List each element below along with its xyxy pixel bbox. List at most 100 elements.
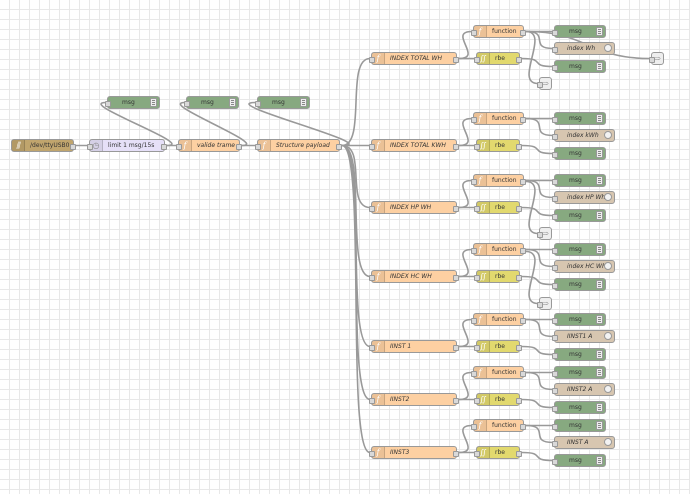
input-port[interactable] <box>255 100 261 107</box>
output-port[interactable] <box>516 143 522 150</box>
wire[interactable] <box>458 179 473 209</box>
output-port[interactable] <box>70 143 76 150</box>
debug-list-icon[interactable] <box>596 456 603 465</box>
debug-node[interactable]: msg <box>552 112 606 125</box>
input-port[interactable] <box>552 29 558 36</box>
debug-node[interactable]: msg <box>552 147 606 160</box>
input-port[interactable] <box>552 213 558 220</box>
input-port[interactable] <box>369 450 375 457</box>
output-port[interactable] <box>453 274 459 281</box>
rbe-node[interactable]: ∬rbe <box>474 393 522 406</box>
input-port[interactable] <box>474 274 480 281</box>
output-port[interactable] <box>520 317 526 324</box>
input-port[interactable] <box>552 178 558 185</box>
input-port[interactable] <box>552 317 558 324</box>
wire[interactable] <box>525 30 539 85</box>
input-port[interactable] <box>369 205 375 212</box>
rbe-node[interactable]: ∬rbe <box>474 52 522 65</box>
wire[interactable] <box>525 179 554 199</box>
output-node[interactable]: ⇨ <box>649 52 664 65</box>
debug-node[interactable]: msg <box>184 96 239 109</box>
input-port[interactable] <box>552 440 558 447</box>
debug-list-icon[interactable] <box>596 149 603 158</box>
debug-list-icon[interactable] <box>150 98 157 107</box>
input-port[interactable] <box>255 143 261 150</box>
wire[interactable] <box>521 57 554 68</box>
output-node[interactable]: ⇨ <box>537 227 552 240</box>
debug-node[interactable]: msg <box>552 209 606 222</box>
debug-node[interactable]: msg <box>552 401 606 414</box>
template-node[interactable]: index HP Wh <box>552 191 615 204</box>
input-port[interactable] <box>552 133 558 140</box>
debug-list-icon[interactable] <box>596 176 603 185</box>
wire[interactable] <box>458 117 473 147</box>
output-port[interactable] <box>520 247 526 254</box>
output-port[interactable] <box>453 344 459 351</box>
output-port[interactable] <box>520 29 526 36</box>
wire[interactable] <box>458 371 473 401</box>
wire[interactable] <box>521 144 554 155</box>
output-port[interactable] <box>520 116 526 123</box>
template-node[interactable]: IINST2 A <box>552 383 615 396</box>
input-port[interactable] <box>474 205 480 212</box>
debug-node[interactable]: msg <box>105 96 160 109</box>
output-node[interactable]: ⇨ <box>537 77 552 90</box>
debug-node[interactable]: msg <box>552 348 606 361</box>
wire[interactable] <box>525 318 554 338</box>
input-port[interactable] <box>552 195 558 202</box>
output-port[interactable] <box>161 143 167 150</box>
debug-node[interactable]: msg <box>552 243 606 256</box>
output-port[interactable] <box>520 370 526 377</box>
output-port[interactable] <box>453 397 459 404</box>
input-port[interactable] <box>471 370 477 377</box>
debug-list-icon[interactable] <box>596 350 603 359</box>
debug-node[interactable]: msg <box>552 419 606 432</box>
wire[interactable] <box>458 318 473 348</box>
template-node[interactable]: index kWh <box>552 129 615 142</box>
debug-list-icon[interactable] <box>300 98 307 107</box>
output-port[interactable] <box>453 143 459 150</box>
input-port[interactable] <box>552 116 558 123</box>
wire[interactable] <box>525 424 554 444</box>
wire[interactable] <box>525 30 554 50</box>
wire[interactable] <box>100 101 173 147</box>
debug-node[interactable]: msg <box>552 174 606 187</box>
input-port[interactable] <box>552 334 558 341</box>
debug-list-icon[interactable] <box>596 315 603 324</box>
wire[interactable] <box>521 398 554 409</box>
wire[interactable] <box>179 101 248 147</box>
output-port[interactable] <box>516 205 522 212</box>
debug-list-icon[interactable] <box>596 403 603 412</box>
input-port[interactable] <box>552 458 558 465</box>
input-port[interactable] <box>552 387 558 394</box>
debug-list-icon[interactable] <box>596 27 603 36</box>
output-port[interactable] <box>520 178 526 185</box>
debug-node[interactable]: msg <box>552 454 606 467</box>
input-port[interactable] <box>474 344 480 351</box>
output-port[interactable] <box>516 56 522 63</box>
template-node[interactable]: IINST1 A <box>552 330 615 343</box>
wire[interactable] <box>525 371 554 391</box>
wire[interactable] <box>525 248 554 268</box>
rbe-node[interactable]: ∬rbe <box>474 139 522 152</box>
limit-node[interactable]: ◷ limit 1 msg/15s <box>87 139 167 152</box>
debug-node[interactable]: msg <box>552 25 606 38</box>
output-port[interactable] <box>516 450 522 457</box>
input-port[interactable] <box>552 46 558 53</box>
input-port[interactable] <box>369 274 375 281</box>
input-port[interactable] <box>471 317 477 324</box>
debug-list-icon[interactable] <box>596 421 603 430</box>
valide-trame-node[interactable]: f valide trame <box>176 139 242 152</box>
input-port[interactable] <box>87 143 93 150</box>
rbe-node[interactable]: ∬rbe <box>474 201 522 214</box>
debug-node[interactable]: msg <box>552 366 606 379</box>
output-port[interactable] <box>453 205 459 212</box>
